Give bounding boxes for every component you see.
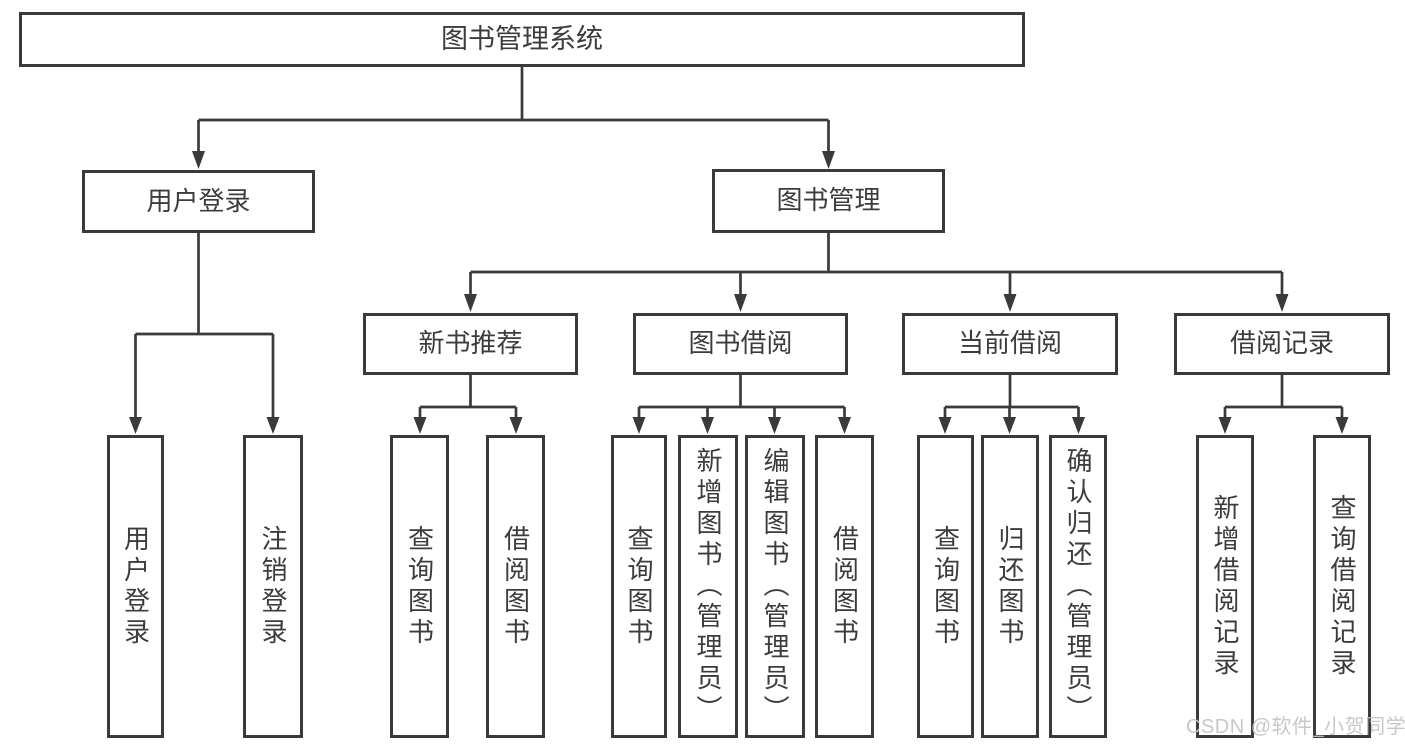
node-label: 新书推荐: [418, 328, 523, 359]
connector-new-book-recommend-children: [413, 375, 523, 434]
connector-root-to-level2: [192, 67, 835, 169]
leaf-query-books-recommend: 查询图书: [390, 435, 449, 738]
node-new-book-recommend: 新书推荐: [363, 313, 578, 375]
node-label: 图书管理系统: [441, 24, 603, 55]
leaf-borrow-books-borrowing: 借阅图书: [815, 435, 874, 738]
node-label: 当前借阅: [957, 328, 1062, 359]
node-label: 借阅图书: [829, 524, 860, 649]
connector-current-borrowing-children: [938, 375, 1085, 434]
leaf-query-books-current: 查询图书: [917, 435, 974, 738]
node-label: 图书管理: [776, 185, 881, 216]
node-label: 新增图书（管理员）: [693, 447, 723, 726]
node-label: 查询图书: [930, 524, 961, 649]
leaf-query-borrow-record: 查询借阅记录: [1313, 435, 1371, 738]
connector-borrowing-records-children: [1218, 375, 1349, 434]
node-label: 图书借阅: [688, 328, 793, 359]
connector-book-management-children: [464, 233, 1289, 312]
node-label: 用户登录: [120, 524, 151, 649]
leaf-logout: 注销登录: [243, 435, 303, 738]
node-label: 查询图书: [624, 524, 654, 649]
node-label: 借阅图书: [500, 524, 531, 649]
leaf-confirm-return-admin: 确认归还（管理员）: [1049, 435, 1107, 738]
node-label: 用户登录: [146, 185, 251, 216]
node-label: 查询图书: [404, 524, 435, 649]
node-label: 借阅记录: [1229, 328, 1334, 359]
connector-book-borrowing-children: [632, 375, 851, 434]
leaf-edit-books-admin: 编辑图书（管理员）: [745, 435, 805, 738]
connector-user-login-children: [129, 233, 280, 434]
node-label: 查询借阅记录: [1327, 493, 1357, 680]
node-book-management: 图书管理: [712, 169, 945, 233]
node-label: 确认归还（管理员）: [1063, 447, 1093, 726]
node-label: 编辑图书（管理员）: [760, 447, 790, 726]
leaf-borrow-books-recommend: 借阅图书: [486, 435, 545, 738]
node-library-management-system: 图书管理系统: [19, 12, 1025, 67]
node-current-borrowing: 当前借阅: [902, 313, 1118, 375]
leaf-add-borrow-record: 新增借阅记录: [1196, 435, 1254, 738]
leaf-return-books: 归还图书: [981, 435, 1039, 738]
leaf-user-login: 用户登录: [107, 435, 164, 738]
csdn-watermark: CSDN @软件_小贺同学: [1186, 716, 1405, 738]
node-label: 新增借阅记录: [1210, 493, 1240, 680]
node-label: 归还图书: [995, 524, 1025, 649]
leaf-add-books-admin: 新增图书（管理员）: [678, 435, 738, 738]
node-borrowing-records: 借阅记录: [1174, 313, 1390, 375]
node-book-borrowing: 图书借阅: [633, 313, 848, 375]
leaf-query-books-borrowing: 查询图书: [611, 435, 667, 738]
node-label: 注销登录: [258, 524, 288, 649]
node-user-login: 用户登录: [82, 170, 315, 233]
